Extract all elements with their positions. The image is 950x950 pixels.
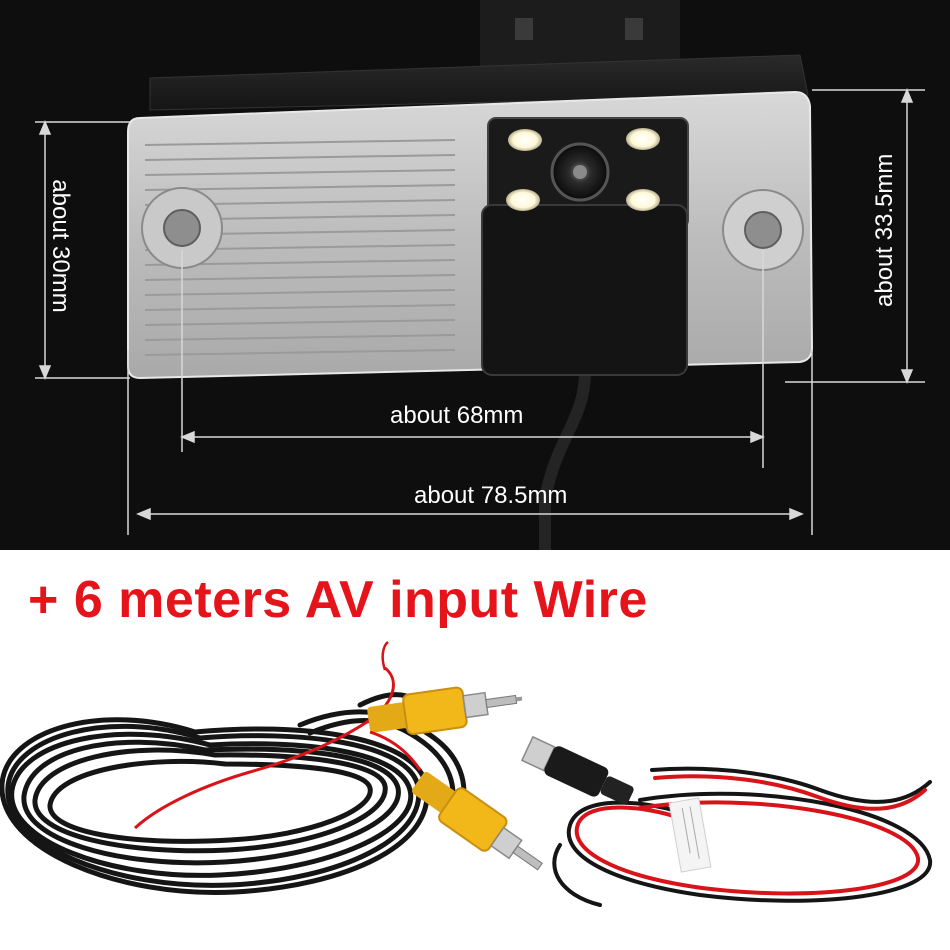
camera-body xyxy=(481,204,688,376)
dim-label-hole-spacing: about 68mm xyxy=(390,402,524,429)
lens-center xyxy=(573,165,587,179)
camera-cable xyxy=(539,371,591,550)
light-housing xyxy=(127,90,814,380)
dim-label-total-width: about 78.5mm xyxy=(414,482,568,509)
dim-label-height-left: about 30mm xyxy=(47,179,74,313)
bracket-back xyxy=(149,54,809,111)
av-red-wire xyxy=(133,666,395,830)
led-top-left xyxy=(508,129,542,151)
av-red-wire-tail xyxy=(381,641,389,671)
rear-led-1 xyxy=(515,18,533,40)
led-top-right xyxy=(626,128,660,150)
housing-ribs xyxy=(145,139,455,356)
rear-led-2 xyxy=(625,18,643,40)
led-bottom-left xyxy=(506,189,540,211)
red-wire-to-plug xyxy=(369,730,422,771)
dim-label-height-right: about 33.5mm xyxy=(871,153,898,307)
power-cable-bundle xyxy=(552,766,933,907)
av-cable-coil xyxy=(0,692,467,896)
dim-line-hole-spacing xyxy=(180,250,765,468)
dim-line-height-right xyxy=(785,88,925,384)
rca-plug-bottom xyxy=(412,772,543,871)
dc-power-plug xyxy=(520,735,634,805)
camera-illustration xyxy=(35,0,925,550)
cable-illustration xyxy=(0,641,933,907)
camera-photo-panel: about 30mm about 33.5mm about 68mm about… xyxy=(0,0,950,550)
dim-line-total-width xyxy=(127,350,813,535)
cable-photo-panel xyxy=(0,550,950,950)
led-bottom-right xyxy=(626,189,660,211)
cable-label-tag xyxy=(668,797,712,873)
dim-line-height-left xyxy=(35,120,130,380)
headline-av-wire: + 6 meters AV input Wire xyxy=(28,571,648,629)
rca-plug-top xyxy=(367,686,523,736)
camera-rear-housing xyxy=(480,0,680,70)
